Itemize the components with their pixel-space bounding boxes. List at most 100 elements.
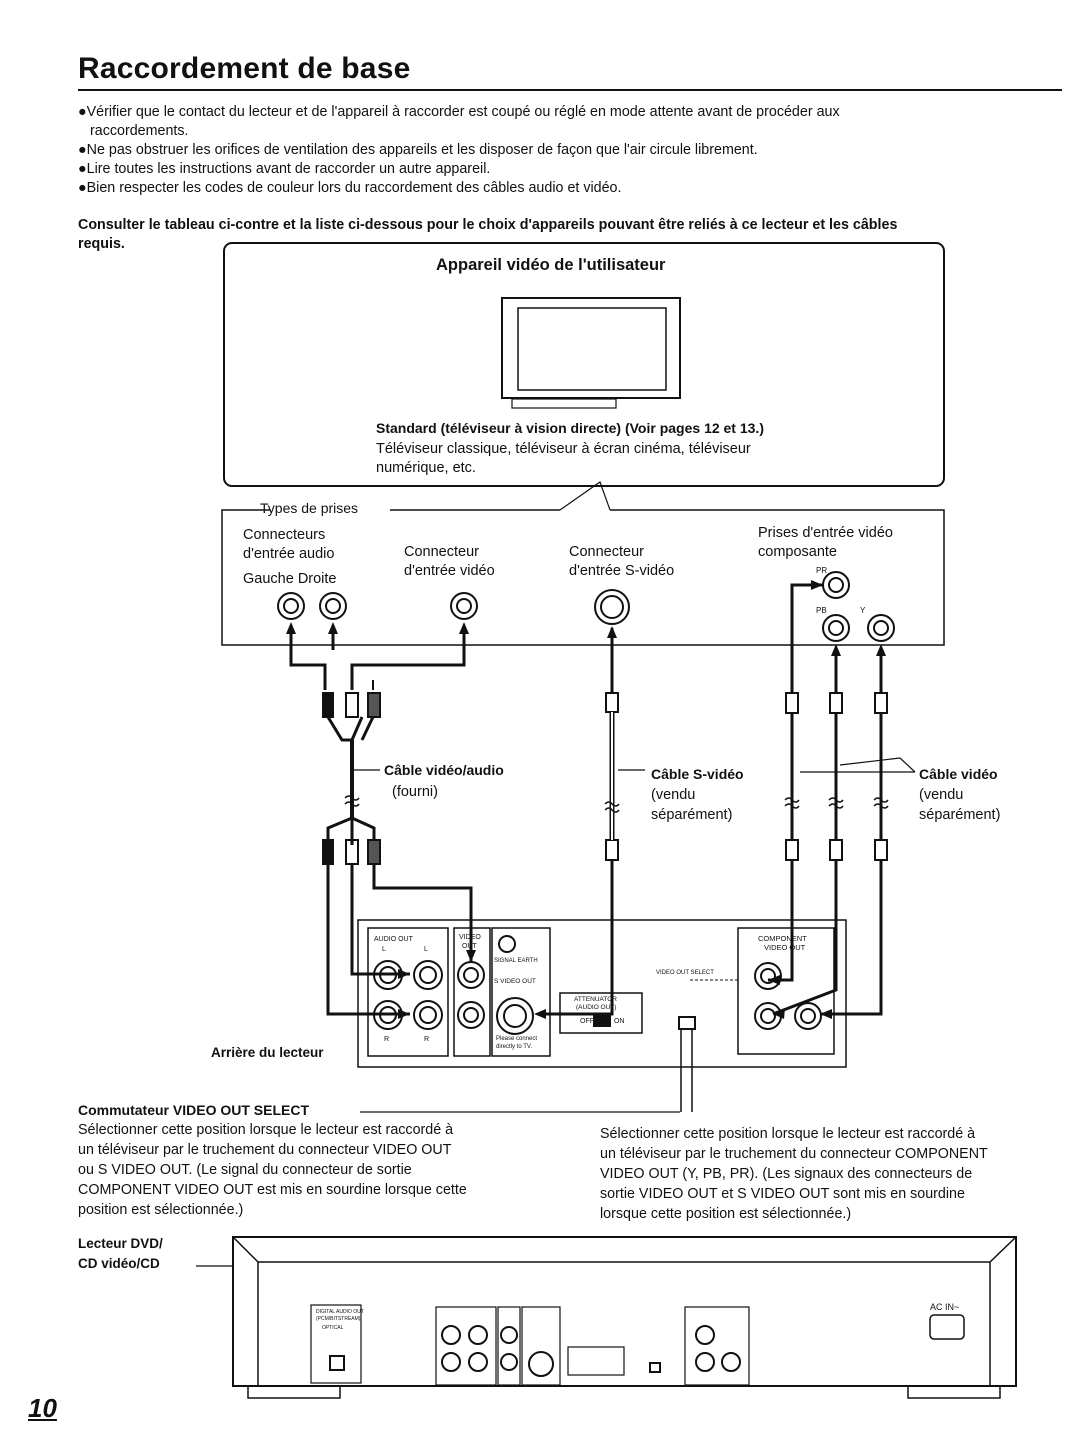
switch-heading: Commutateur VIDEO OUT SELECT: [78, 1102, 310, 1118]
tv-standard-title: Standard (téléviseur à vision directe) (…: [376, 420, 764, 436]
audio-jacks-label-3: Gauche Droite: [243, 571, 337, 587]
audio-out-r-top: [413, 960, 443, 990]
component-pb-out: [754, 1002, 782, 1030]
bullet-item: ●Vérifier que le contact du lecteur et d…: [78, 104, 840, 120]
jack-types-label: Types de prises: [260, 500, 359, 516]
rear-attenuator-label-2: (AUDIO OUT): [576, 1004, 617, 1011]
bullet-item: ●Lire toutes les instructions avant de r…: [78, 161, 491, 177]
tv-set: [501, 297, 681, 399]
tv-box-frame: [223, 242, 945, 487]
switch-left-line: COMPONENT VIDEO OUT est mis en sourdine …: [78, 1182, 467, 1198]
tv-standard-desc-2: numérique, etc.: [376, 460, 476, 476]
mini-audio-panel: [435, 1306, 497, 1386]
video-cable-note-1: (vendu: [919, 787, 964, 803]
rear-r-label-1: R: [384, 1036, 390, 1043]
audio-out-panel: [367, 927, 449, 1057]
switch-left-line: Sélectionner cette position lorsque le l…: [78, 1122, 454, 1138]
rear-please-label-1: Please connect: [496, 1036, 538, 1042]
component-jacks-label-2: composante: [758, 544, 837, 560]
switch-left-text: Sélectionner cette position lorsque le l…: [78, 1120, 548, 1220]
tv-audio-l-jack: [277, 592, 305, 620]
switch-right-line: sortie VIDEO OUT et S VIDEO OUT sont mis…: [600, 1186, 965, 1202]
av-cable-label: Câble vidéo/audio: [384, 762, 504, 778]
player-digital-label-2: (PCM/BITSTREAM): [316, 1316, 361, 1322]
rear-signal-earth-label: SIGNAL EARTH: [494, 958, 538, 964]
pb-label: PB: [816, 606, 827, 615]
rear-video-out-label-2: OUT: [462, 943, 477, 950]
rear-s-video-out-label: S VIDEO OUT: [494, 978, 536, 985]
y-label: Y: [860, 606, 866, 615]
s-video-out-jack: [496, 997, 534, 1035]
switch-right-line: lorsque cette position est sélectionnée.…: [600, 1206, 852, 1222]
component-jacks-label-1: Prises d'entrée vidéo: [758, 525, 893, 541]
player-label-2: CD vidéo/CD: [78, 1256, 160, 1271]
tv-svideo-jack: [594, 589, 630, 625]
rear-on-label: ON: [614, 1018, 625, 1025]
page-title: Raccordement de base: [78, 52, 411, 85]
svideo-cable-label: Câble S-vidéo: [651, 766, 744, 782]
rear-component-label-2: VIDEO OUT: [764, 943, 806, 952]
bullet-item-continuation: raccordements.: [90, 123, 189, 139]
attenuator-box: [559, 992, 643, 1034]
rear-label: Arrière du lecteur: [211, 1045, 324, 1060]
note-line-2: requis.: [78, 236, 125, 252]
tv-y-jack: [867, 614, 895, 642]
jack-panel-frame: [221, 509, 945, 646]
component-cable-y: [820, 650, 883, 1016]
rear-attenuator-label-1: ATTENUATOR: [574, 996, 617, 1003]
svideo-cable-note-1: (vendu: [651, 787, 696, 803]
pr-label: PR: [816, 566, 828, 575]
switch-right-text: Sélectionner cette position lorsque le l…: [600, 1124, 1070, 1224]
svideo-cable-note-2: séparément): [651, 807, 733, 823]
bullet-item: ●Ne pas obstruer les orifices de ventila…: [78, 142, 758, 158]
component-panel: [737, 927, 835, 1055]
rear-audio-out-label: AUDIO OUT: [374, 936, 413, 943]
rear-video-out-select-label: VIDEO OUT SELECT: [656, 970, 714, 976]
switch-right-line: Sélectionner cette position lorsque le l…: [600, 1126, 976, 1142]
audio-jacks-label-2: d'entrée audio: [243, 546, 335, 562]
switch-left-line: ou S VIDEO OUT. (Le signal du connecteur…: [78, 1162, 412, 1178]
av-cable-upper: [289, 628, 466, 690]
video-out-jack-bottom: [457, 1001, 485, 1029]
signal-earth-icon: [498, 935, 516, 953]
rear-r-label-2: R: [424, 1036, 430, 1043]
component-y-out: [794, 1002, 822, 1030]
av-cable-note: (fourni): [392, 784, 438, 800]
tv-video-jack: [450, 592, 478, 620]
title-rule: [78, 89, 1062, 91]
note-line-1: Consulter le tableau ci-contre et la lis…: [78, 217, 898, 233]
video-cable-label: Câble vidéo: [919, 766, 998, 782]
switch-right-line: un téléviseur par le truchement du conne…: [600, 1146, 988, 1162]
player-digital-label-3: OPTICAL: [322, 1325, 344, 1331]
tv-pb-jack: [822, 614, 850, 642]
player-label-1: Lecteur DVD/: [78, 1236, 163, 1251]
rear-please-label-2: directly to TV.: [496, 1044, 533, 1050]
video-cable-note-2: séparément): [919, 807, 1001, 823]
tv-audio-r-jack: [319, 592, 347, 620]
svideo-cable: [540, 628, 614, 1016]
video-out-jack-top: [457, 961, 485, 989]
rear-l-label-1: L: [382, 946, 386, 953]
svideo-jack-label-1: Connecteur: [569, 544, 644, 560]
tv-standard-desc-1: Téléviseur classique, téléviseur à écran…: [376, 441, 751, 457]
rear-video-out-label-1: VIDEO: [459, 934, 481, 941]
player-body: [232, 1236, 1017, 1387]
digital-out-panel: [310, 1304, 362, 1384]
tv-pr-jack: [822, 571, 850, 599]
ac-in-socket: [929, 1314, 965, 1340]
switch-left-line: position est sélectionnée.): [78, 1202, 244, 1218]
switch-right-line: VIDEO OUT (Y, PB, PR). (Les signaux des …: [600, 1166, 973, 1182]
video-jack-label-1: Connecteur: [404, 544, 479, 560]
av-cable-lower: [326, 864, 473, 1016]
rear-l-label-2: L: [424, 946, 428, 953]
svideo-jack-label-2: d'entrée S-vidéo: [569, 563, 675, 579]
video-out-select-switch: [678, 1016, 696, 1030]
player-rear-frame: [357, 919, 847, 1068]
component-pr-out: [754, 962, 782, 990]
bullet-item: ●Bien respecter les codes de couleur lor…: [78, 180, 622, 196]
page-number: 10: [28, 1393, 57, 1423]
rear-component-label-1: COMPONENT: [758, 934, 807, 943]
player-digital-label-1: DIGITAL AUDIO OUT: [316, 1309, 364, 1315]
bullet-list: ●Vérifier que le contact du lecteur et d…: [78, 103, 1056, 198]
rear-off-label: OFF: [580, 1018, 594, 1025]
